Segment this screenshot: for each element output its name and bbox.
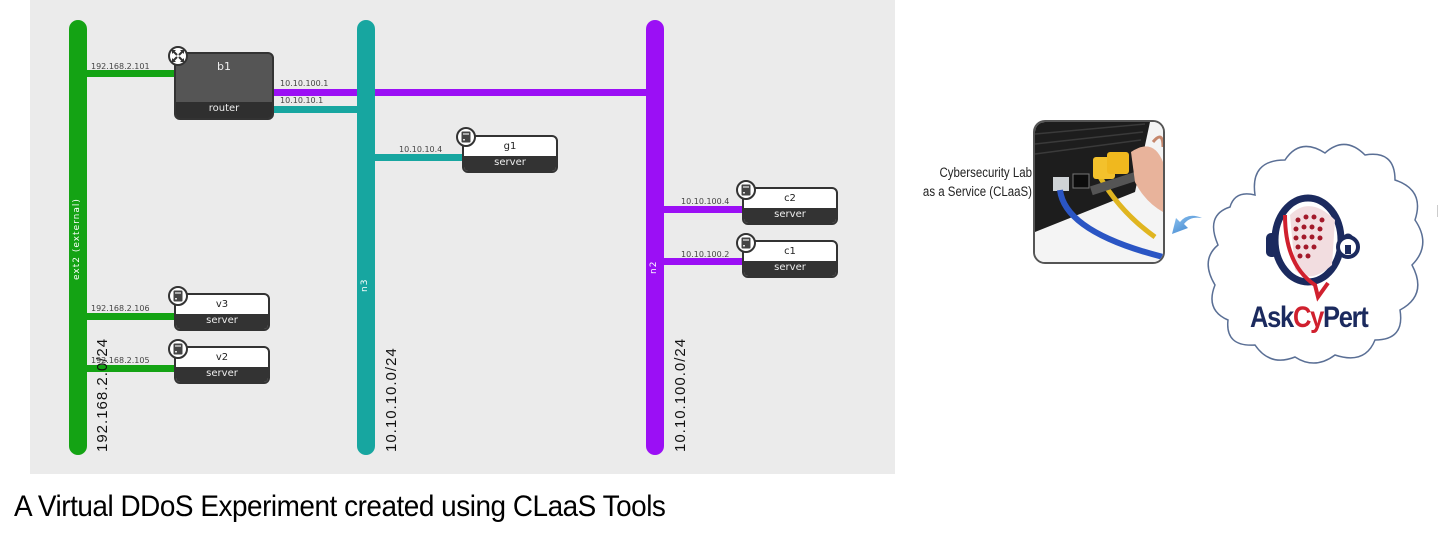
server-icon bbox=[168, 339, 188, 359]
node-v2[interactable]: v2 server bbox=[174, 346, 270, 384]
network-n2[interactable]: n2 bbox=[646, 20, 664, 455]
edge-divider bbox=[1437, 205, 1438, 217]
network-ext2[interactable]: ext2 (external) bbox=[69, 20, 87, 455]
network-n3[interactable]: n3 bbox=[357, 20, 375, 455]
link-g1-n3[interactable] bbox=[366, 154, 466, 161]
node-type: server bbox=[176, 367, 268, 382]
link-c1-n2[interactable] bbox=[656, 258, 746, 265]
ip-label-c2-n2: 10.10.100.4 bbox=[681, 197, 730, 206]
logo-text-cy: Cy bbox=[1292, 301, 1324, 334]
link-v3-ext2[interactable] bbox=[86, 313, 176, 320]
ip-label-b1-ext2: 192.168.2.101 bbox=[91, 62, 150, 71]
logo-text-pert: Pert bbox=[1323, 301, 1369, 334]
node-name: b1 bbox=[217, 60, 231, 73]
node-name: c2 bbox=[784, 193, 796, 204]
link-c2-n2[interactable] bbox=[656, 206, 746, 213]
node-c1[interactable]: c1 server bbox=[742, 240, 838, 278]
server-icon bbox=[456, 127, 476, 147]
arrow-icon bbox=[1172, 215, 1202, 234]
node-type: server bbox=[744, 261, 836, 276]
node-c2[interactable]: c2 server bbox=[742, 187, 838, 225]
figure-caption: A Virtual DDoS Experiment created using … bbox=[14, 490, 666, 523]
link-v2-ext2[interactable] bbox=[86, 365, 176, 372]
ip-label-b1-n3: 10.10.10.1 bbox=[280, 96, 324, 105]
subnet-label-n2: 10.10.100.0/24 bbox=[672, 337, 689, 452]
askcypert-logo-text: AskCyPert bbox=[1250, 301, 1369, 335]
node-type: server bbox=[744, 208, 836, 223]
node-type: router bbox=[176, 102, 272, 118]
ip-label-v3-ext2: 192.168.2.106 bbox=[91, 304, 150, 313]
claas-label: Cybersecurity Lab as a Service (CLaaS) bbox=[911, 163, 1032, 201]
network-cable-photo bbox=[1033, 120, 1165, 264]
claas-label-line2: as a Service (CLaaS) bbox=[922, 184, 1032, 199]
ip-label-v2-ext2: 192.168.2.105 bbox=[91, 356, 150, 365]
node-name: g1 bbox=[503, 141, 517, 152]
subnet-label-n3: 10.10.10.0/24 bbox=[383, 347, 400, 452]
node-name: c1 bbox=[784, 246, 796, 257]
link-b1-n3[interactable] bbox=[268, 106, 368, 113]
node-type: server bbox=[176, 314, 268, 329]
node-v3[interactable]: v3 server bbox=[174, 293, 270, 331]
node-name: v2 bbox=[215, 352, 229, 363]
link-b1-ext2[interactable] bbox=[86, 70, 176, 77]
network-label-n3: n3 bbox=[360, 278, 370, 292]
node-g1[interactable]: g1 server bbox=[462, 135, 558, 173]
claas-label-line1: Cybersecurity Lab bbox=[939, 165, 1032, 180]
cloud-icon bbox=[1207, 143, 1424, 364]
network-label-ext2: ext2 (external) bbox=[72, 198, 82, 280]
node-b1[interactable]: b1 router bbox=[174, 52, 274, 120]
ip-label-c1-n2: 10.10.100.2 bbox=[681, 250, 730, 259]
network-topology-canvas: ext2 (external) 192.168.2.0/24 n3 10.10.… bbox=[30, 0, 895, 474]
askcypert-cloud: AskCyPert bbox=[1200, 135, 1430, 370]
router-icon bbox=[168, 46, 188, 66]
server-icon bbox=[736, 233, 756, 253]
link-b1-n2[interactable] bbox=[268, 89, 658, 96]
ip-label-g1-n3: 10.10.10.4 bbox=[399, 145, 443, 154]
node-name: v3 bbox=[215, 299, 229, 310]
server-icon bbox=[168, 286, 188, 306]
network-label-n2: n2 bbox=[649, 260, 659, 274]
node-type: server bbox=[464, 156, 556, 171]
logo-text-ask: Ask bbox=[1250, 301, 1294, 334]
ip-label-b1-n2: 10.10.100.1 bbox=[280, 79, 329, 88]
server-icon bbox=[736, 180, 756, 200]
